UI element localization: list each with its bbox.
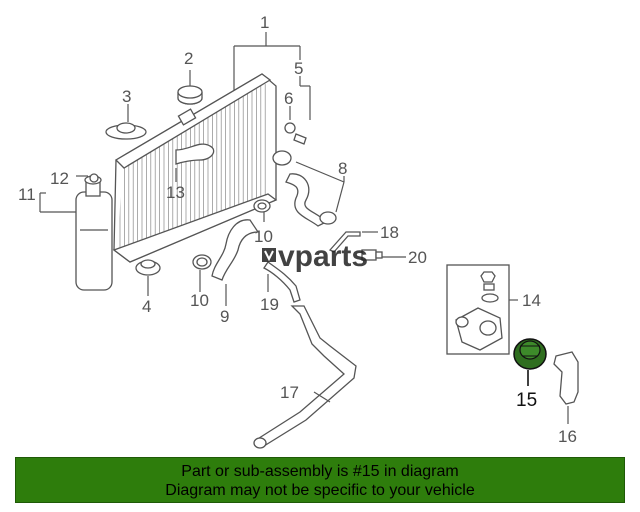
small-hose [263, 261, 301, 303]
callout-17: 17 [280, 383, 299, 402]
water-outlet [553, 351, 579, 405]
reservoir-clip [89, 173, 99, 183]
banner-line-1: Part or sub-assembly is #15 in diagram [181, 463, 459, 480]
reservoir-tank [75, 175, 113, 291]
thermostat-highlighted [513, 338, 547, 370]
parts-diagram: vparts 1 2 3 4 5 6 8 9 10 10 11 12 13 14… [18, 13, 579, 449]
reservoir-cap-bracket [105, 122, 147, 140]
callout-12: 12 [50, 169, 69, 188]
callout-8: 8 [338, 159, 347, 178]
upper-hose [175, 143, 215, 165]
callout-10b: 10 [254, 227, 273, 246]
watermark: vparts [262, 240, 368, 273]
callout-14: 14 [522, 291, 541, 310]
radiator-cap [177, 85, 203, 105]
callout-20: 20 [408, 248, 427, 267]
water-hose [272, 150, 337, 227]
callout-6: 6 [284, 89, 293, 108]
water-pipe [254, 305, 357, 447]
callout-15: 15 [516, 390, 537, 411]
callout-13: 13 [166, 183, 185, 202]
temperature-sensor [361, 249, 383, 261]
callout-4: 4 [142, 297, 151, 316]
drain-fittings [284, 122, 307, 145]
banner-line-2: Diagram may not be specific to your vehi… [165, 482, 475, 499]
drain-plug [135, 259, 161, 276]
callout-numbers: 1 2 3 4 5 6 8 9 10 10 11 12 13 14 15 16 … [18, 13, 577, 446]
callout-11: 11 [18, 185, 36, 204]
callout-3: 3 [122, 87, 131, 106]
leader-lines [39, 32, 569, 424]
watermark-text: vparts [278, 240, 368, 273]
info-banner: Part or sub-assembly is #15 in diagram D… [15, 457, 625, 503]
callout-16: 16 [558, 427, 577, 446]
callout-2: 2 [184, 49, 193, 68]
callout-1: 1 [260, 13, 269, 32]
callout-18: 18 [380, 223, 399, 242]
callout-9: 9 [220, 307, 229, 326]
callout-5: 5 [294, 59, 303, 78]
hose-clamp-10b [253, 199, 271, 213]
lower-hose [211, 219, 260, 281]
thermostat-housing-group [446, 264, 510, 355]
bypass-pipe [328, 231, 361, 253]
callout-19: 19 [260, 295, 279, 314]
hose-clamp-10a [192, 254, 212, 270]
callout-10a: 10 [190, 291, 209, 310]
